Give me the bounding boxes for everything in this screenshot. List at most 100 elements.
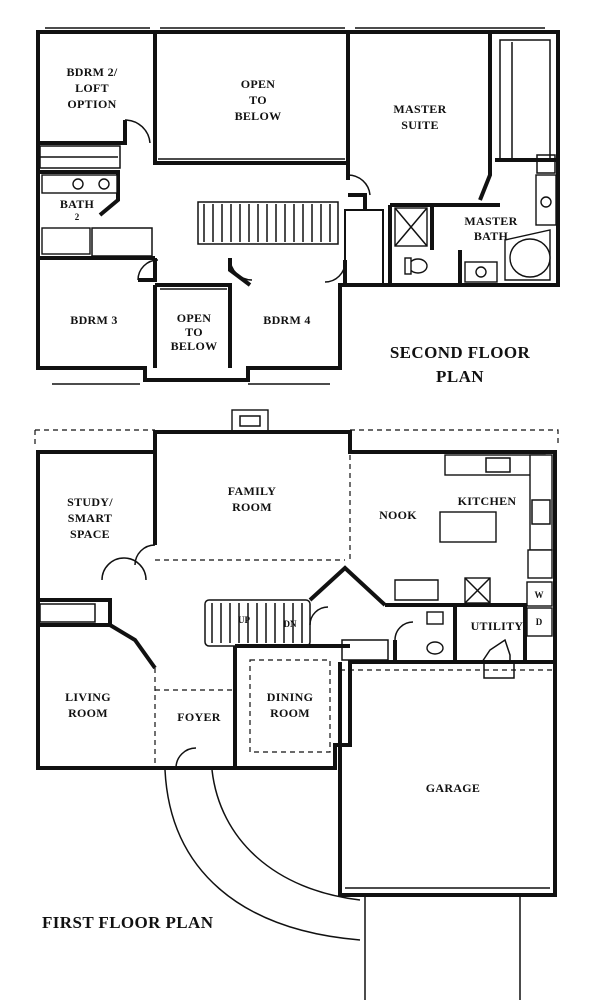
stair-dn-label: DN <box>284 619 297 629</box>
study-label-3: SPACE <box>70 527 110 541</box>
sink <box>72 178 84 190</box>
bathtub <box>41 227 91 255</box>
pantry <box>341 639 389 661</box>
toilet <box>426 641 444 655</box>
walkway-inner <box>211 769 361 901</box>
driveway <box>364 895 521 1000</box>
living-room-wall <box>108 623 157 670</box>
kitchen-label: KITCHEN <box>458 494 517 508</box>
living-label-1: LIVING <box>65 690 111 704</box>
master-bath-label-1: MASTER <box>464 214 517 228</box>
second-floor-title-1: SECOND FLOOR <box>390 343 531 362</box>
family-label-2: ROOM <box>232 500 272 514</box>
garage-step <box>483 661 515 679</box>
foyer-door-swing <box>175 747 197 769</box>
stair-well <box>197 201 339 245</box>
utility-label: UTILITY <box>471 619 524 633</box>
bath2-label-1: BATH <box>60 197 95 211</box>
second-floor-outer-wall <box>36 30 560 382</box>
closet <box>39 603 96 623</box>
washer-label: W <box>535 590 544 600</box>
fireplace <box>231 409 269 433</box>
dining-ceiling-outline <box>249 659 331 753</box>
bdrm2-label-1: BDRM 2/ <box>66 65 117 79</box>
dryer-label: D <box>536 617 543 627</box>
nook-angled-wall <box>308 565 387 607</box>
bdrm3-wall <box>138 258 157 368</box>
dryer <box>526 607 553 637</box>
utility-wall <box>455 603 527 662</box>
master-suite-label-1: MASTER <box>393 102 446 116</box>
dining-label-1: DINING <box>267 690 313 704</box>
sink <box>540 196 552 208</box>
open-small-label-2: TO <box>185 325 203 339</box>
bdrm2-label-3: OPTION <box>67 97 116 111</box>
first-floor-title: FIRST FLOOR PLAN <box>42 913 214 932</box>
foyer-label: FOYER <box>177 710 221 724</box>
bdrm4-label: BDRM 4 <box>263 313 310 327</box>
cooktop <box>531 499 551 525</box>
kitchen-island <box>439 511 497 543</box>
open-small-label-3: BELOW <box>171 339 218 353</box>
bath2-label-2: 2 <box>75 212 80 222</box>
open-below-label-1: OPEN <box>241 77 276 91</box>
powder-door <box>394 621 414 641</box>
utility-door <box>481 638 511 663</box>
closet <box>91 227 153 257</box>
washer <box>526 581 553 607</box>
stair-treads <box>203 204 331 242</box>
kitchen-sink <box>485 457 511 473</box>
desk <box>394 579 439 601</box>
living-label-2: ROOM <box>68 706 108 720</box>
master-closet <box>499 39 551 161</box>
closet <box>536 154 556 174</box>
family-label-1: FAMILY <box>228 484 277 498</box>
study-wall <box>38 598 112 627</box>
toilet <box>408 258 428 274</box>
master-suite-label-2: SUITE <box>401 118 439 132</box>
dining-wall <box>233 644 350 768</box>
kitchen-counter-side <box>529 454 553 551</box>
garage-wall <box>338 662 557 897</box>
corner-tub <box>509 238 551 278</box>
study-label-2: SMART <box>68 511 112 525</box>
study-label-1: STUDY/ <box>67 495 113 509</box>
refrigerator <box>527 549 553 579</box>
master-bath-label-2: BATH <box>474 229 509 243</box>
open-small-label-1: OPEN <box>177 311 212 325</box>
sink <box>426 611 444 625</box>
stair-up-label: UP <box>238 615 250 625</box>
open-to-below-rail <box>153 32 350 165</box>
cabinet-line <box>464 577 491 604</box>
garage-label: GARAGE <box>426 781 480 795</box>
nook-label: NOOK <box>379 508 417 522</box>
bdrm4-door-swing <box>229 257 253 281</box>
bdrm2-wall <box>38 120 127 145</box>
open-below-label-2: TO <box>249 93 267 107</box>
study-door <box>134 544 156 566</box>
shower-line <box>394 207 428 247</box>
bath2-wall <box>38 170 155 260</box>
toilet-tank <box>404 257 412 275</box>
sink <box>98 178 110 190</box>
bdrm3-door-swing <box>137 259 159 281</box>
walkway-outer <box>164 769 361 941</box>
master-suite-wall <box>346 32 492 210</box>
bdrm2-east-wall <box>153 32 157 120</box>
second-floor-plan: BDRM 2/ LOFT OPTION OPEN TO BELOW MASTER… <box>36 27 560 386</box>
study-double-door <box>101 557 147 581</box>
sink <box>475 266 487 278</box>
first-floor-plan: STUDY/ SMART SPACE FAMILY ROOM NOOK KITC… <box>34 409 559 1000</box>
bdrm2-label-2: LOFT <box>75 81 109 95</box>
linen-closet <box>344 209 384 286</box>
second-floor-title-2: PLAN <box>436 367 484 386</box>
stair-treads <box>211 603 303 643</box>
bdrm2-door-swing <box>124 119 151 144</box>
closet-door <box>309 606 329 626</box>
fireplace-firebox <box>239 415 261 427</box>
roof-overhang <box>34 429 559 445</box>
bdrm3-label: BDRM 3 <box>70 313 117 327</box>
master-bath-wall <box>388 203 500 285</box>
open-below-label-3: BELOW <box>235 109 282 123</box>
